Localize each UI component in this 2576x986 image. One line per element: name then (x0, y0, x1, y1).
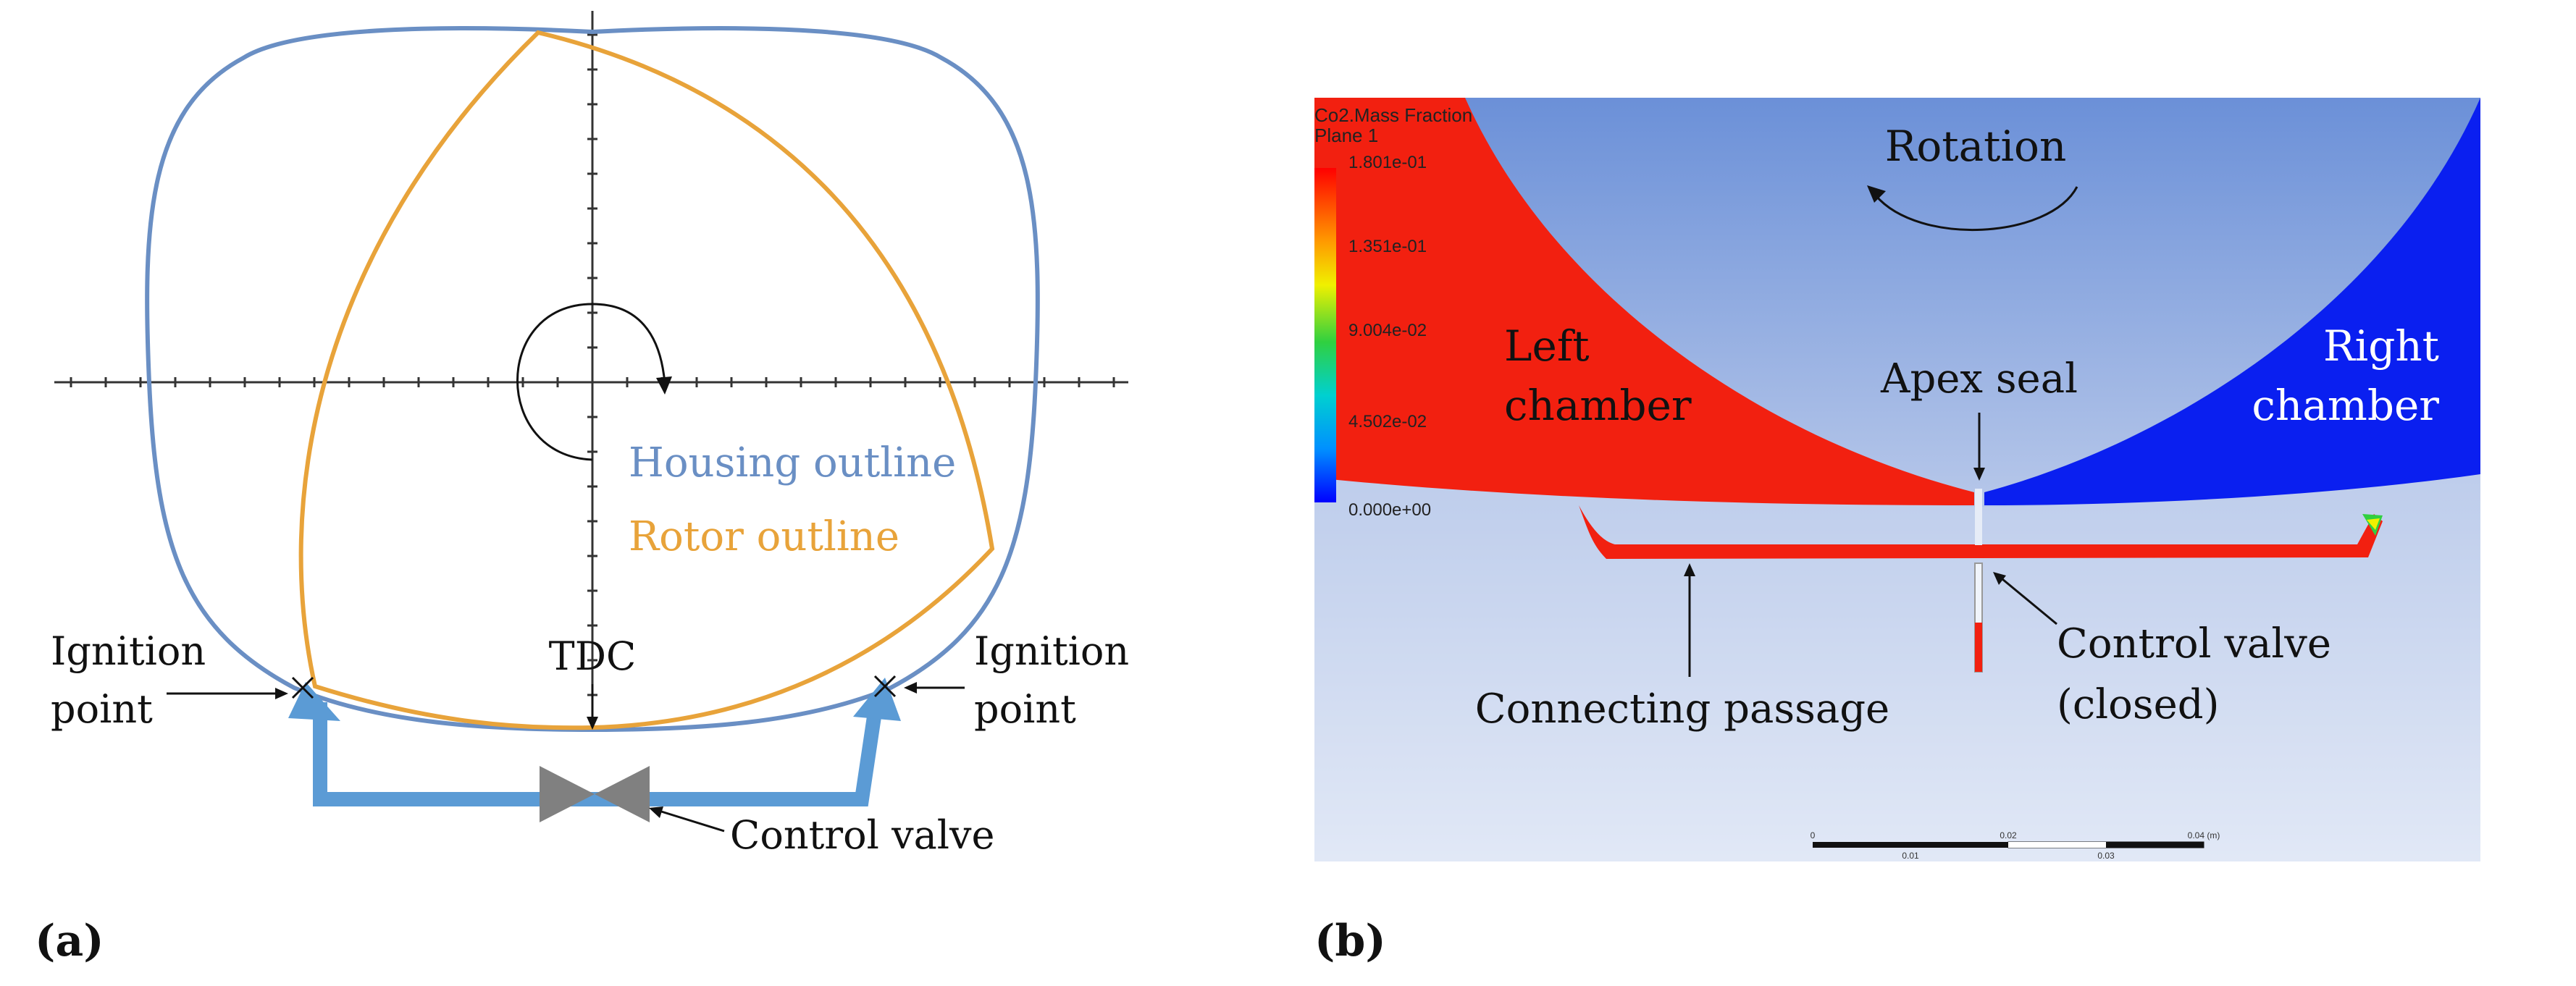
colorbar-tick-3: 9.004e-02 (1348, 321, 1427, 340)
ignition-right-label-2: point (974, 686, 1076, 732)
rotation-label: Rotation (1885, 122, 2067, 171)
rotation-arrow (516, 303, 666, 461)
rotation-arrowhead (656, 376, 672, 395)
housing-region (1314, 463, 2480, 861)
control-valve-label-b-1: Control valve (2057, 620, 2331, 667)
scale-bar: 0 0.02 0.04 (m) 0.01 0.03 (1811, 830, 2220, 861)
connecting-passage-label: Connecting passage (1475, 686, 1889, 733)
panel-b: Co2.Mass Fraction Plane 1 1.801e-01 1.35… (1314, 98, 2480, 966)
left-chamber-label-2: chamber (1504, 381, 1692, 430)
left-chamber-label-1: Left (1504, 321, 1590, 371)
panel-a-label: (a) (35, 916, 104, 966)
colorbar-title-1: Co2.Mass Fraction (1314, 104, 1472, 126)
colorbar-tick-1: 1.801e-01 (1348, 153, 1427, 172)
ignition-left-label-1: Ignition (51, 628, 206, 674)
control-valve-arrow-b (2002, 578, 2057, 625)
colorbar-title-2: Plane 1 (1314, 125, 1378, 146)
scale-top-0: 0 (1811, 830, 1816, 840)
ignition-marker-left (291, 676, 314, 699)
right-chamber-region (1984, 98, 2480, 505)
rotation-arrow-b (1874, 186, 2078, 232)
rotor-outline (298, 30, 995, 730)
apex-seal (1975, 489, 1982, 545)
right-chamber-label-1: Right (2323, 321, 2439, 371)
axis-ticks (70, 33, 1115, 696)
right-chamber-label-2: chamber (2252, 381, 2439, 430)
passage-a (288, 678, 901, 806)
control-valve-label-a: Control valve (730, 812, 995, 858)
panel-a: Housing outline Rotor outline TDC Igniti… (35, 11, 1129, 966)
scale-bottom-0: 0.01 (1902, 851, 1919, 861)
control-valve-a[interactable] (540, 766, 650, 822)
colorbar-tick-5: 0.000e+00 (1348, 500, 1431, 520)
left-chamber-region (1314, 98, 1974, 505)
ignition-left-label-2: point (51, 686, 153, 732)
tdc-label: TDC (549, 633, 637, 679)
apex-seal-label: Apex seal (1880, 355, 2078, 403)
colorbar-tick-2: 1.351e-01 (1348, 237, 1427, 256)
passage-left-arrowhead (288, 682, 340, 721)
control-valve-arrow (658, 809, 725, 833)
passage-right-arrowhead (853, 678, 901, 721)
scale-bottom-1: 0.03 (2097, 851, 2115, 861)
panel-b-label: (b) (1314, 916, 1386, 966)
legend-rotor: Rotor outline (629, 513, 899, 560)
scale-top-2: 0.04 (m) (2188, 830, 2220, 840)
control-valve-label-b-2: (closed) (2057, 681, 2219, 728)
connecting-passage (1579, 505, 2383, 559)
ignition-marker-right (873, 675, 897, 698)
axes (54, 11, 1128, 724)
scale-top-1: 0.02 (2000, 830, 2017, 840)
legend-housing: Housing outline (629, 439, 956, 486)
colorbar-tick-4: 4.502e-02 (1348, 412, 1427, 431)
ignition-right-label-1: Ignition (974, 628, 1129, 674)
colorbar (1314, 168, 1336, 502)
